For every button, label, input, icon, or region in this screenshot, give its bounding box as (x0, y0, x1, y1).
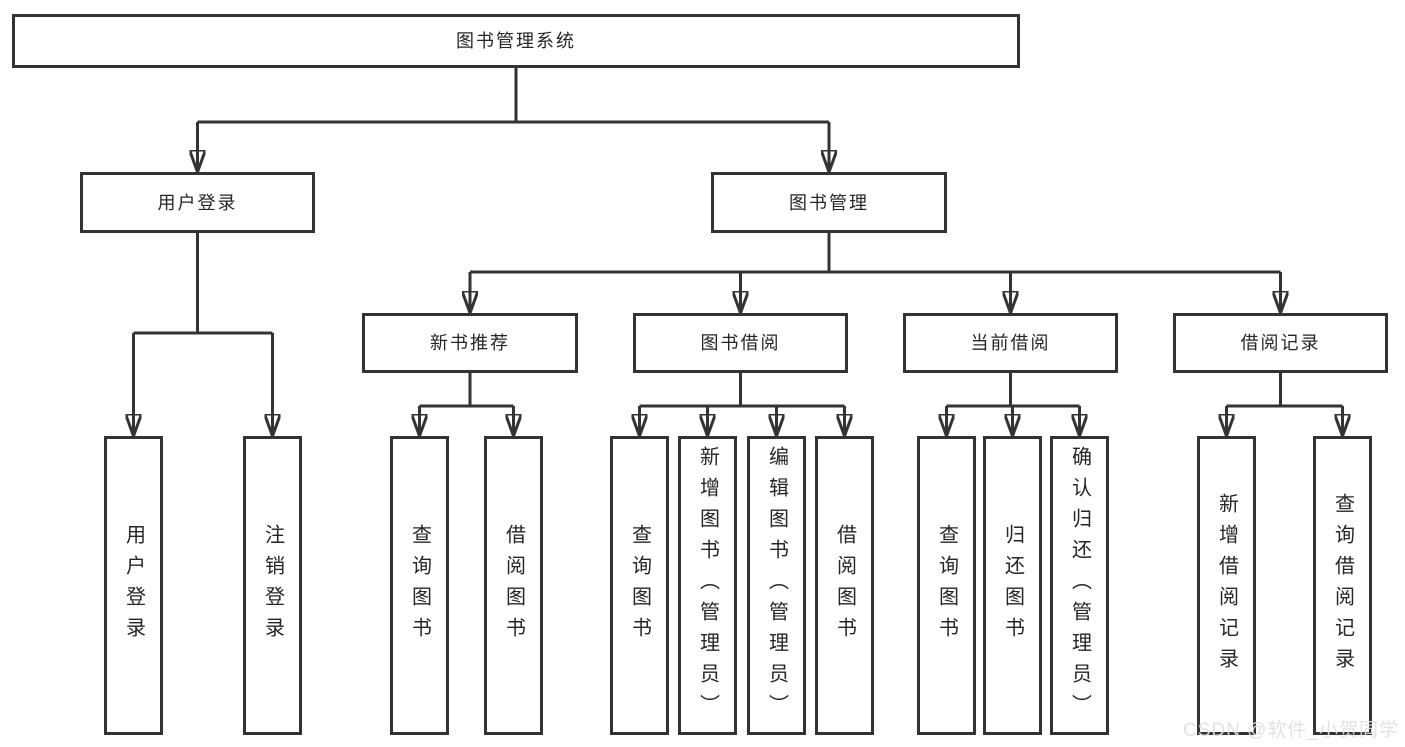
connector-borrow-records-trunk (1226, 373, 1343, 408)
leaf-records-add-record: 新增借阅记录 (1197, 436, 1256, 735)
node-book-management: 图书管理 (711, 172, 947, 233)
connector-book-borrow-trunk (639, 373, 845, 408)
leaf-borrow-query-books: 查询图书 (610, 436, 669, 735)
leaf-current-query-books: 查询图书 (917, 436, 976, 735)
leaf-borrow-edit-books-admin: 编辑图书（管理员） (747, 436, 806, 735)
node-root-system: 图书管理系统 (12, 14, 1020, 68)
node-book-borrow: 图书借阅 (633, 313, 848, 373)
leaf-logout: 注销登录 (243, 436, 302, 735)
leaf-current-confirm-return-admin: 确认归还（管理员） (1050, 436, 1109, 735)
connector-book-mgmt-trunk (470, 233, 1281, 274)
node-borrow-records: 借阅记录 (1173, 313, 1388, 373)
leaf-newbooks-query-books: 查询图书 (390, 436, 449, 735)
leaf-borrow-add-books-admin: 新增图书（管理员） (678, 436, 737, 735)
node-current-borrow: 当前借阅 (903, 313, 1118, 373)
leaf-records-query-record: 查询借阅记录 (1313, 436, 1372, 735)
connector-root-trunk (197, 68, 829, 124)
leaf-current-return-books: 归还图书 (983, 436, 1042, 735)
node-user-login: 用户登录 (80, 172, 315, 233)
node-new-book-recommend: 新书推荐 (362, 313, 578, 373)
leaf-newbooks-borrow-books: 借阅图书 (484, 436, 543, 735)
leaf-borrow-borrow-books: 借阅图书 (815, 436, 874, 735)
connector-current-borrow-trunk (946, 373, 1080, 408)
connector-user-login-trunk (133, 233, 273, 335)
watermark: CSDN @软件_小贺同学 (1183, 720, 1399, 741)
leaf-user-login: 用户登录 (104, 436, 163, 735)
connector-new-books-trunk (419, 373, 514, 408)
